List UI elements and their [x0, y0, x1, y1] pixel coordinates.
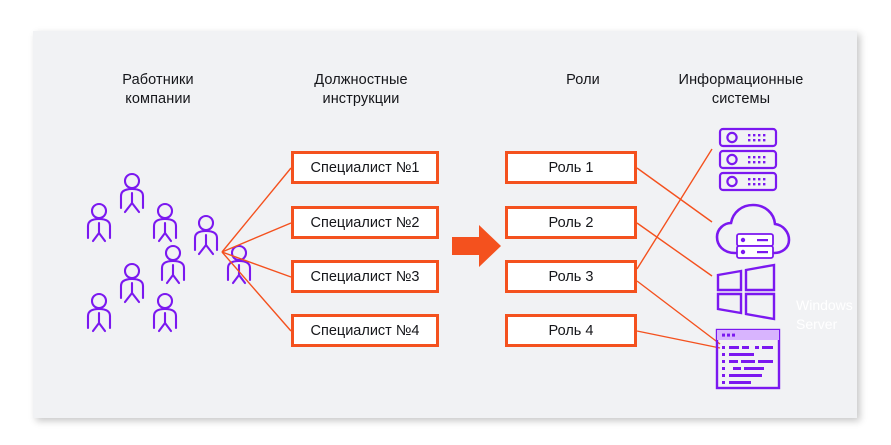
employee-group-3 [160, 214, 252, 285]
job-box-2-label: Специалист №2 [310, 214, 420, 231]
job-box-1-label: Специалист №1 [310, 159, 420, 176]
role-box-4-label: Роль 4 [548, 322, 594, 339]
job-box-4-label: Специалист №4 [310, 322, 420, 339]
column-title-information-systems: Информационные системы [678, 72, 804, 107]
role-box-3[interactable]: Роль 3 [505, 260, 637, 293]
job-box-4[interactable]: Специалист №4 [291, 314, 439, 347]
column-title-roles: Роли [566, 72, 600, 88]
arrow-right-icon [452, 225, 501, 267]
role-box-2[interactable]: Роль 2 [505, 206, 637, 239]
job-box-3[interactable]: Специалист №3 [291, 260, 439, 293]
role-box-4[interactable]: Роль 4 [505, 314, 637, 347]
diagram-canvas: Работники компании Должностные инструкци… [33, 31, 857, 418]
employee-group-1 [86, 172, 178, 243]
job-box-2[interactable]: Специалист №2 [291, 206, 439, 239]
job-box-1[interactable]: Специалист №1 [291, 151, 439, 184]
role-box-2-label: Роль 2 [548, 214, 594, 231]
server-stack-icon [718, 127, 778, 192]
windows-server-label: Windows Server [796, 297, 853, 332]
windows-logo-icon [716, 263, 776, 321]
code-window-icon [715, 328, 781, 390]
job-box-3-label: Специалист №3 [310, 268, 420, 285]
role-box-3-label: Роль 3 [548, 268, 594, 285]
role-box-1-label: Роль 1 [548, 159, 594, 176]
connector-lines [221, 148, 721, 349]
employee-group-2 [86, 262, 178, 333]
cloud-server-icon [715, 203, 791, 259]
column-title-workers: Работники компании [122, 72, 194, 107]
role-box-1[interactable]: Роль 1 [505, 151, 637, 184]
column-title-job-descriptions: Должностные инструкции [314, 72, 408, 107]
